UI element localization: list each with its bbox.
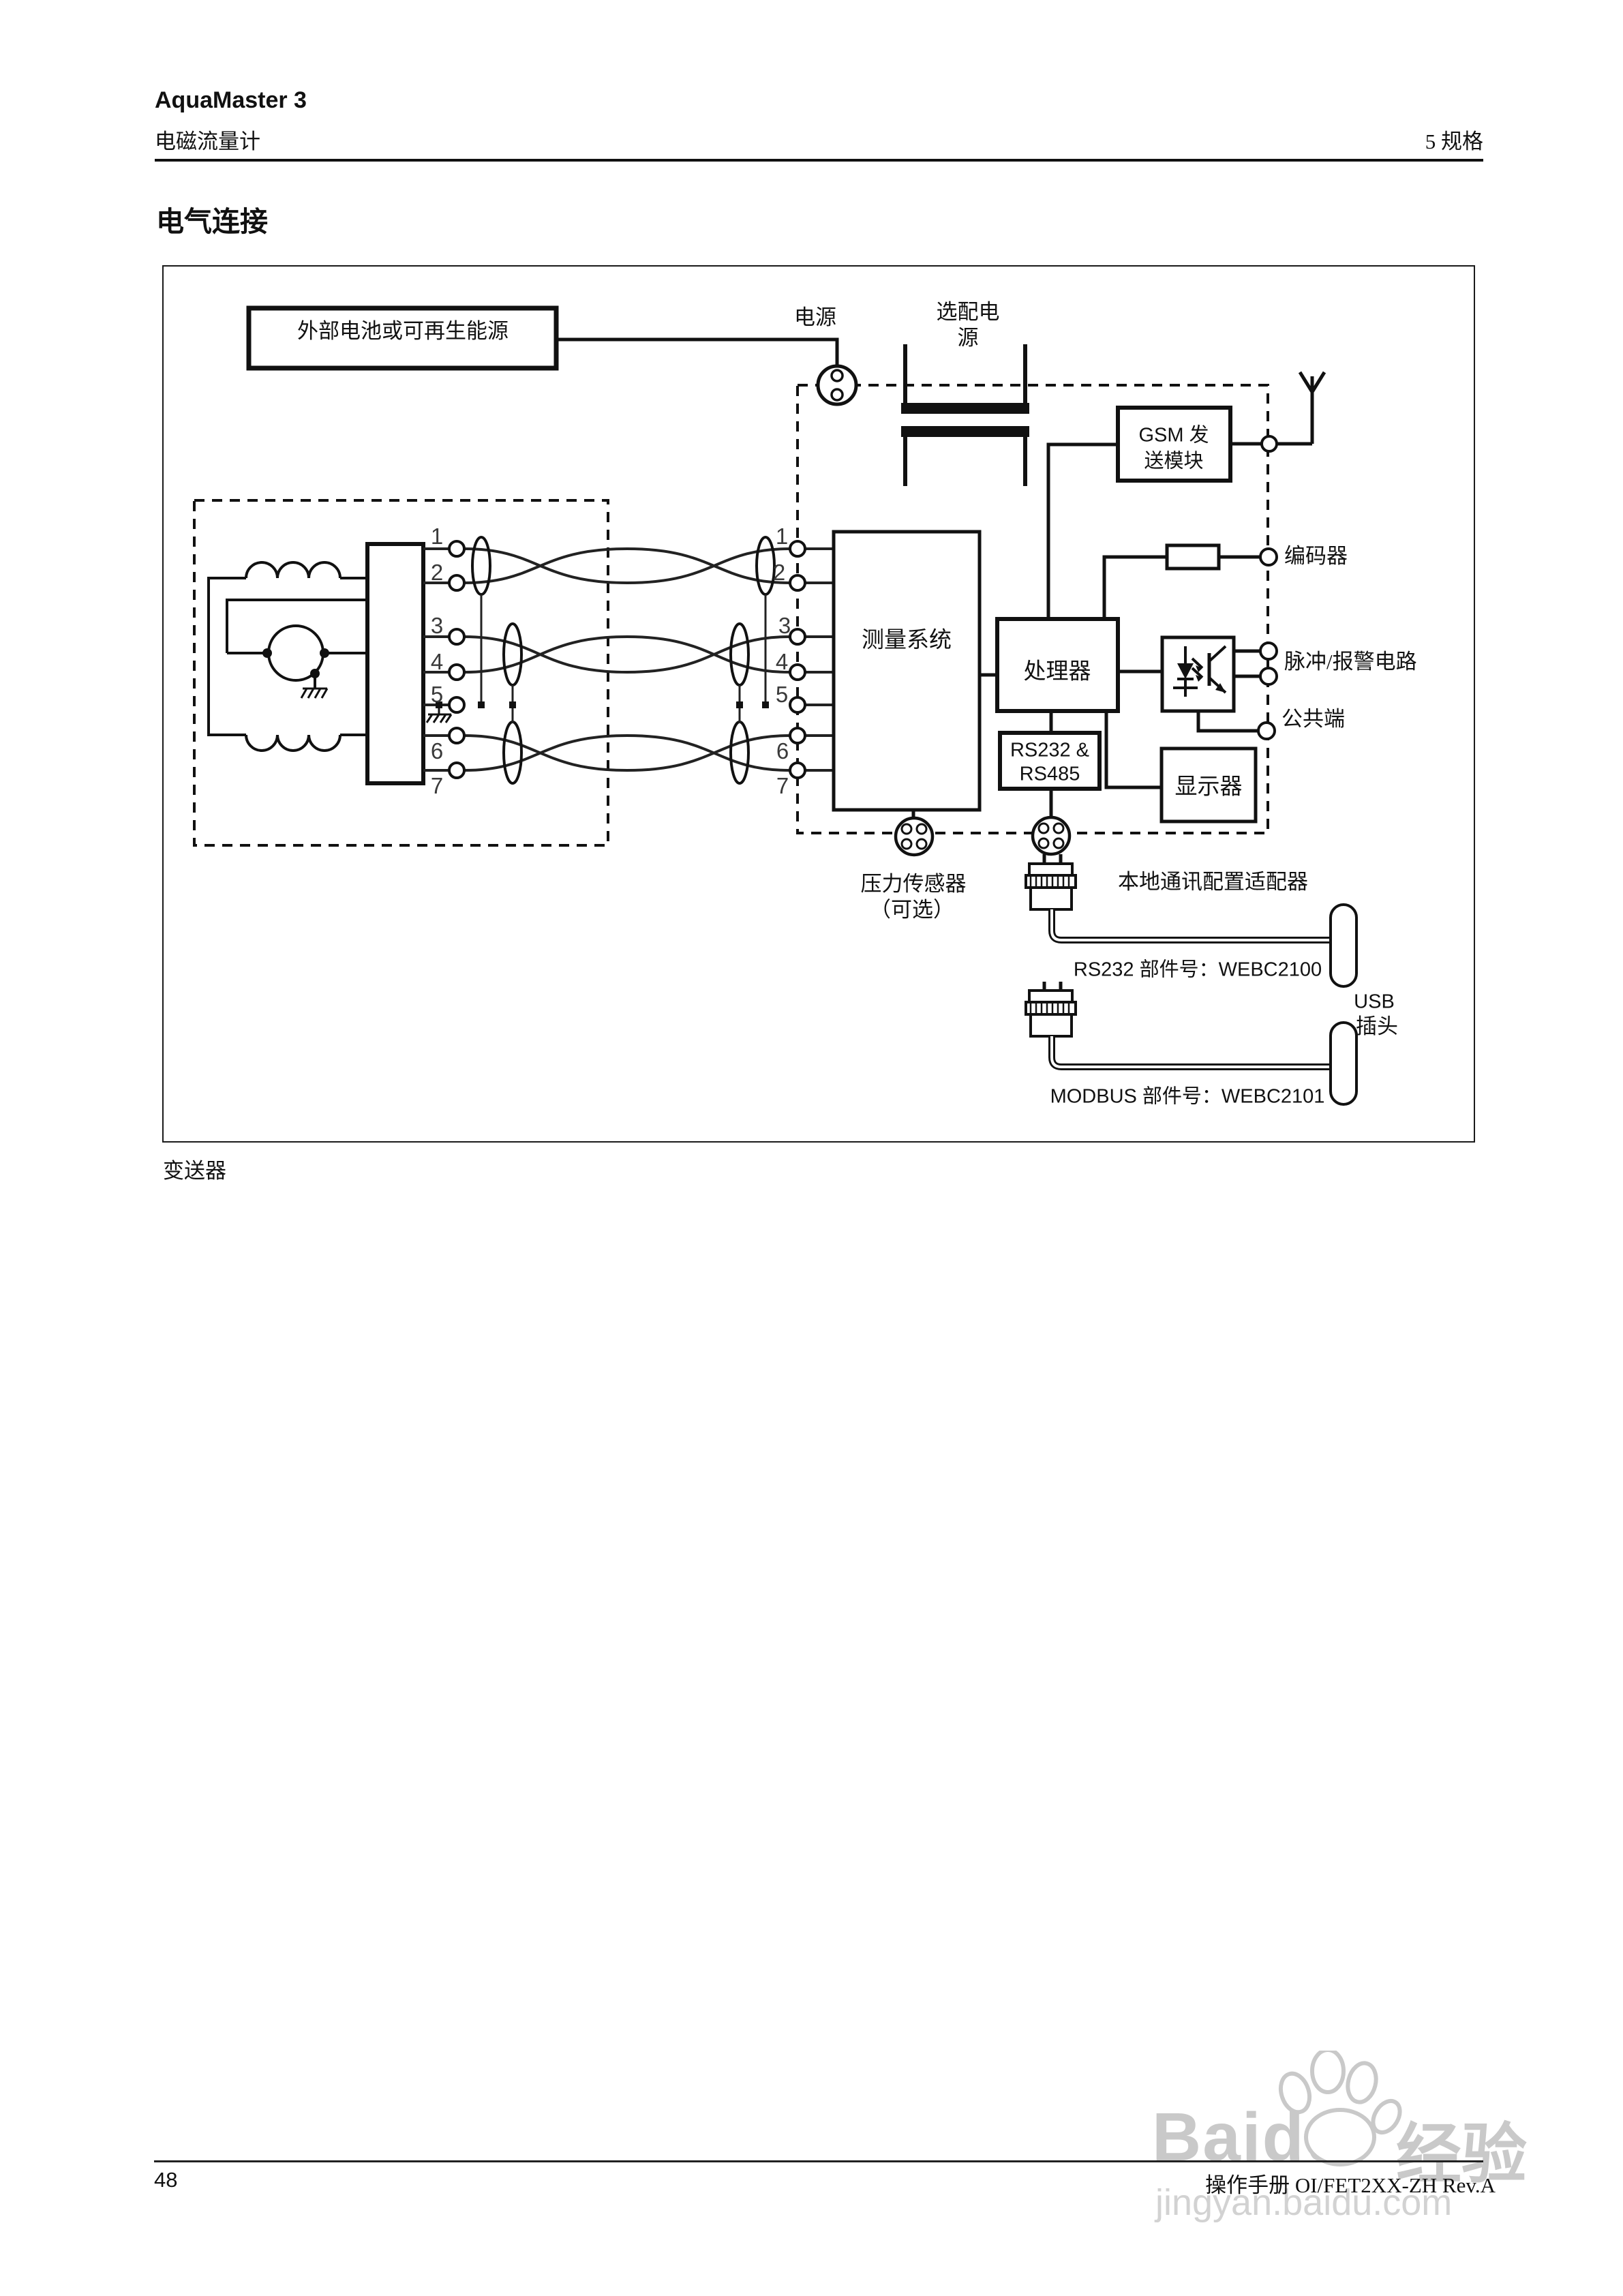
power-label: 电源 [794, 305, 836, 329]
terminal-number: 6 [431, 738, 443, 764]
processor-label: 处理器 [1024, 659, 1091, 684]
watermark-suffix: 经验 [1396, 2118, 1527, 2191]
junction-dots [478, 701, 769, 708]
terminal-number: 4 [431, 649, 443, 674]
header-rule [155, 159, 1483, 162]
terminal-circles [448, 540, 806, 779]
usb-plug-1 [1329, 903, 1358, 988]
watermark-paw-icon [1278, 2051, 1402, 2166]
terminal-number: 5 [776, 682, 788, 707]
figure-caption: 变送器 [163, 1159, 226, 1183]
terminal-number: 6 [776, 738, 789, 764]
rs232-cable [1048, 909, 1331, 943]
comms-connector [1031, 815, 1072, 856]
gsm-label-line1: GSM 发 [1138, 424, 1209, 447]
twisted-pairs [464, 547, 791, 772]
pulse-alarm-label: 脉冲/报警电路 [1284, 650, 1417, 674]
section-title: 电气连接 [156, 206, 268, 237]
sensor-ground-icon [300, 687, 329, 699]
manual-reference: 操作手册 OI/FET2XX-ZH Rev.A [1205, 2173, 1496, 2197]
terminal-numbers: 1 2 3 4 5 6 7 1 2 3 4 5 6 7 [431, 524, 791, 798]
pressure-connector [894, 816, 935, 857]
common-terminal [1257, 721, 1276, 740]
modbus-plug [1025, 982, 1077, 1038]
terminal-number: 7 [431, 773, 443, 798]
common-label: 公共端 [1281, 707, 1345, 731]
terminal-number: 1 [431, 524, 443, 549]
gsm-module-box [1116, 406, 1232, 483]
sensor-circuit [207, 561, 367, 752]
usb-label-line2: 插头 [1356, 1014, 1398, 1038]
rs-label-line1: RS232 & [1010, 740, 1089, 761]
modbus-part-label: MODBUS 部件号：WEBC2101 [1050, 1085, 1325, 1108]
wires [556, 337, 1312, 818]
measurement-system-label: 测量系统 [862, 628, 952, 653]
watermark-url: jingyan.baidu.com [1155, 2182, 1453, 2223]
antenna-icon [1298, 371, 1326, 444]
optional-power-label-line2: 源 [958, 326, 979, 350]
encoder-resistor [1165, 543, 1221, 571]
rs232-part-label: RS232 部件号：WEBC2100 [1074, 958, 1322, 981]
footer-rule [154, 2160, 1483, 2162]
processor-box [995, 617, 1120, 713]
product-subtitle: 电磁流量计 [155, 130, 260, 153]
optocoupler-icon [1173, 645, 1227, 697]
pulse-terminal-2 [1259, 667, 1278, 686]
terminal-number: 4 [776, 649, 788, 674]
optional-power-battery [901, 344, 1029, 486]
power-connector [816, 364, 858, 406]
rs232-plug [1025, 854, 1077, 911]
terminal-block [365, 542, 425, 785]
encoder-label: 编码器 [1284, 544, 1348, 568]
modbus-cable [1048, 1036, 1331, 1070]
rs232-rs485-box [998, 731, 1102, 791]
optional-power-label-line1: 选配电 [937, 300, 1000, 324]
display-label: 显示器 [1175, 775, 1243, 800]
terminal-stubs [423, 547, 834, 772]
page-number: 48 [154, 2168, 178, 2192]
terminal-number: 5 [431, 682, 443, 707]
rs-label-line2: RS485 [1020, 764, 1080, 785]
usb-label-line1: USB [1354, 991, 1395, 1013]
terminal-number: 7 [776, 773, 789, 798]
pressure-sensor-label-line1: 压力传感器 [861, 872, 967, 896]
pulse-terminal-1 [1259, 641, 1278, 661]
electrode-dots [262, 648, 329, 678]
terminal-number: 2 [773, 560, 785, 585]
shield-ground-icon [425, 705, 453, 723]
io-terminals [1257, 547, 1278, 740]
terminal-number: 2 [431, 560, 443, 585]
measurement-system-box [832, 530, 982, 812]
terminal-number: 3 [431, 613, 443, 638]
gsm-label-line2: 送模块 [1144, 450, 1203, 472]
encoder-terminal [1259, 547, 1278, 567]
pressure-sensor-label-line2: （可选） [870, 898, 954, 922]
chapter-label: 5 规格 [1425, 130, 1483, 153]
antenna-feedthrough [1260, 435, 1278, 453]
junction-dot [436, 701, 442, 708]
terminal-number: 3 [778, 613, 791, 638]
external-power-box [246, 305, 559, 371]
adapter-label: 本地通讯配置适配器 [1118, 870, 1308, 894]
display-box [1159, 746, 1258, 824]
product-title: AquaMaster 3 [155, 87, 307, 113]
external-power-label: 外部电池或可再生能源 [297, 319, 509, 343]
wiring-diagram: 1 2 3 4 5 6 7 1 2 3 4 5 6 7 外部电池或可再生能源 G… [162, 265, 1475, 1143]
usb-plug-2 [1329, 1021, 1358, 1106]
terminal-number: 1 [776, 524, 788, 549]
